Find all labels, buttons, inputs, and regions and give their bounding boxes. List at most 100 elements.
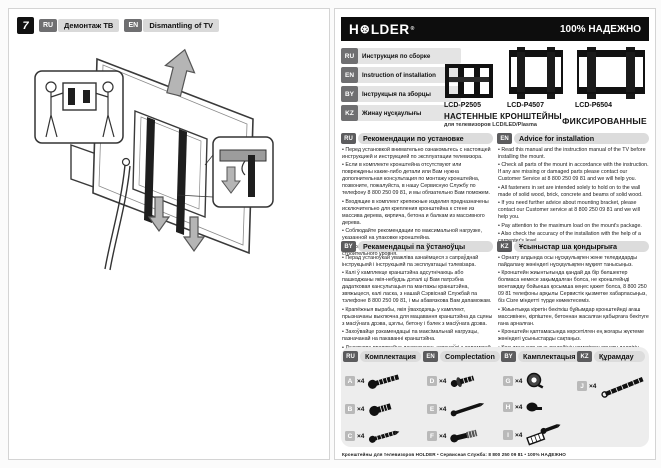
- manual-left-page: 7 RU Демонтаж ТВ EN Dismantling of TV: [8, 8, 330, 460]
- product-image-lcd-p4507: [509, 47, 563, 99]
- product-line-subtitle: для телевизоров LCD/LED/Plasma: [444, 122, 537, 128]
- logo-text: LDER: [370, 21, 410, 37]
- instruction-language-table: RU Инструкция по сборке EN Instruction o…: [341, 48, 461, 121]
- kit-header-en: EN Complectation: [423, 351, 500, 362]
- step-label-en: EN Dismantling of TV: [124, 19, 220, 32]
- kit-item-i: I ×4: [503, 423, 564, 447]
- lang-code-badge: EN: [497, 133, 512, 144]
- step-label-ru: RU Демонтаж ТВ: [39, 19, 120, 32]
- advice-bullet: Соблюдайте рекомендации по максимальной …: [342, 228, 493, 242]
- product-image-lcd-p6504: [577, 47, 645, 99]
- lang-row-label: Instruction of installation: [362, 71, 436, 79]
- item-quantity: ×4: [515, 377, 523, 385]
- item-letter-badge: J: [577, 381, 587, 391]
- advice-bullet: If you need further advice about mountin…: [498, 200, 649, 221]
- holder-logo: H⊛LDER®: [349, 22, 415, 37]
- cap-icon: [526, 402, 543, 412]
- anchor-dowel-icon: [526, 424, 561, 446]
- lang-code-badge: BY: [501, 351, 516, 362]
- lang-code-badge: RU: [39, 19, 57, 32]
- advice-section-by: BY Рекамендацыі па ўстаноўцы Перад устан…: [341, 241, 493, 360]
- brand-header: H⊛LDER® 100% НАДЕЖНО: [341, 17, 649, 41]
- item-letter-badge: G: [503, 376, 513, 386]
- lang-row-en: EN Instruction of installation: [341, 67, 461, 83]
- bolt-long-icon: [368, 374, 400, 389]
- item-letter-badge: B: [345, 404, 355, 414]
- section-header: KZ Ұсыныстар ша қондырғыға: [497, 241, 649, 252]
- lang-row-ru: RU Инструкция по сборке: [341, 48, 461, 64]
- kit-item-h: H ×4: [503, 399, 544, 415]
- arrow-up-icon: [164, 48, 196, 97]
- pull-cord: [104, 157, 131, 271]
- manual-right-page: H⊛LDER® 100% НАДЕЖНО RU Инструкция по сб…: [334, 8, 656, 460]
- advice-bullet: Кронштейн жиынтығында қандай да бір бөлш…: [498, 270, 649, 305]
- step-number-badge: 7: [17, 17, 34, 34]
- step-label-text: Демонтаж ТВ: [58, 19, 120, 32]
- strap-left: [144, 117, 155, 223]
- lang-code-badge: RU: [343, 351, 358, 362]
- kit-header-by: BY Камплектацыя: [501, 351, 581, 362]
- item-letter-badge: I: [503, 430, 513, 440]
- inset-two-people: [34, 70, 124, 144]
- section-header: BY Рекамендацыі па ўстаноўцы: [341, 241, 493, 252]
- item-letter-badge: A: [345, 376, 355, 386]
- screw-long-icon: [451, 403, 485, 417]
- logo-o-icon: ⊛: [359, 22, 371, 36]
- product-model: LCD-P6504: [575, 102, 612, 109]
- section-header: EN Advice for installation: [497, 133, 649, 144]
- advice-bullet: Если в комплекте кронштейна отсутствуют …: [342, 162, 493, 197]
- lang-code-badge: RU: [341, 133, 356, 144]
- lang-code-badge: KZ: [577, 351, 592, 362]
- section-header: RU Рекомендации по установке: [341, 133, 493, 144]
- kit-item-b: B ×4: [345, 399, 396, 419]
- item-quantity: ×4: [357, 377, 365, 385]
- bolt-washer-icon: [451, 375, 475, 387]
- kit-item-g: G ×4: [503, 371, 546, 391]
- item-quantity: ×4: [357, 405, 365, 413]
- kit-header-kz: KZ Құрамдау: [577, 351, 645, 362]
- item-letter-badge: H: [503, 402, 513, 412]
- lang-code-badge: BY: [341, 241, 356, 252]
- advice-bullet: Check all parts of the mount in accordan…: [498, 162, 649, 183]
- advice-bullet-list: Перед установкой внимательно ознакомьтес…: [342, 147, 493, 258]
- product-model: LCD-P2505: [444, 102, 481, 109]
- kit-header-ru: RU Комплектация: [343, 351, 421, 362]
- lang-row-label: Жинау нұсқаулығы: [362, 109, 422, 117]
- logo-text: H: [349, 21, 360, 37]
- item-quantity: ×4: [439, 432, 447, 440]
- item-quantity: ×4: [439, 405, 447, 413]
- product-type-label: ФИКСИРОВАННЫЕ: [562, 116, 647, 126]
- lang-row-by: BY Інструкцыя па зборцы: [341, 86, 461, 102]
- lang-code-badge: BY: [341, 86, 358, 102]
- advice-bullet: Кронштейн қаптамасында көрсетілген ең жо…: [498, 329, 649, 343]
- advice-section-en: EN Advice for installation Read this man…: [497, 133, 649, 247]
- section-title: Рекомендации по установке: [358, 133, 493, 144]
- lang-row-kz: KZ Жинау нұсқаулығы: [341, 105, 461, 121]
- item-letter-badge: C: [345, 431, 355, 441]
- kit-panel: [341, 347, 649, 447]
- kit-item-f: F ×4: [427, 427, 480, 445]
- kit-item-a: A ×4: [345, 371, 402, 391]
- section-title: Ұсыныстар ша қондырғыға: [514, 241, 649, 252]
- product-line-title: НАСТЕННЫЕ КРОНШТЕЙНЫ: [444, 112, 562, 121]
- item-letter-badge: D: [427, 376, 437, 386]
- item-quantity: ×4: [439, 377, 447, 385]
- advice-bullet: Захоўвайце рэкамендацыі па максімальнай …: [342, 329, 493, 343]
- section-title: Advice for installation: [514, 133, 649, 144]
- footer-text: Кронштейны для телевизоров HOLDER • Серв…: [342, 452, 566, 457]
- tv-dismantling-diagram: [34, 48, 274, 271]
- brand-tagline: 100% НАДЕЖНО: [559, 23, 641, 35]
- item-letter-badge: E: [427, 404, 437, 414]
- advice-bullet: Орнату алдында осы нұсқаулықпен және тел…: [498, 255, 649, 269]
- kit-item-j: J ×4: [577, 373, 652, 399]
- bolt-short-icon: [369, 403, 392, 416]
- item-quantity: ×4: [589, 382, 597, 390]
- step-header: 7 RU Демонтаж ТВ EN Dismantling of TV: [17, 17, 220, 34]
- advice-bullet: Калі ў камплекце кранштэйна адсутнічаюць…: [342, 270, 493, 305]
- lang-code-badge: EN: [423, 351, 438, 362]
- screw-icon: [369, 430, 400, 443]
- item-quantity: ×4: [515, 403, 523, 411]
- arrow-down-icon: [182, 216, 206, 253]
- advice-bullet: All fasteners in set are intended solely…: [498, 185, 649, 199]
- advice-bullet: Read this manual and the instruction man…: [498, 147, 649, 161]
